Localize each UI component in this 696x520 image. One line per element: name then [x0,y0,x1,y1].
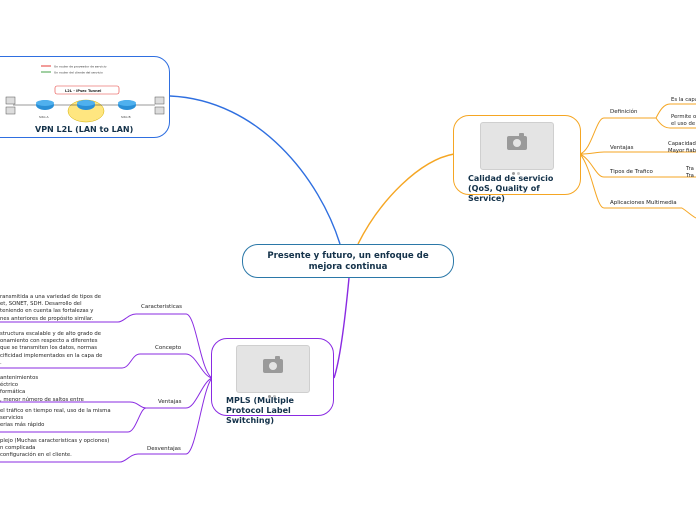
tunnel-label: L2L - IPsec Tunnel [65,89,101,93]
qos-leaf-ventajas-1[interactable]: Capacidad Mayor fiab [668,141,696,155]
root-topic-title: Presente y futuro, un enfoque de mejora … [267,251,429,272]
legend-line-2: Un router del cliente del servicio [54,71,103,75]
qos-branch-lines [579,103,696,219]
qos-branch-aplicaciones[interactable]: Aplicaciones Multimedia [610,200,677,206]
mpls-topic[interactable]: MPLS (Multiple Protocol Label Switching) [211,338,334,425]
image-placeholder [236,345,310,398]
mpls-branch-lines [0,313,213,463]
qos-leaf-definicion-2[interactable]: Permite o el uso de [671,114,696,128]
qos-branch-tipos-trafico[interactable]: Tipos de Trafico [610,169,653,175]
router-icon [36,100,54,110]
mpls-leaf-ventajas-2[interactable]: el tráfico en tiempo real, uso de la mis… [0,408,111,429]
mpls-branch-caracteristicas[interactable]: Caracteristicas [141,304,183,310]
mpls-branch-ventajas[interactable]: Ventajas [158,399,182,405]
qos-leaf-tipos-1[interactable]: Tra Tra [686,166,694,180]
site-a-label: Sitio A [39,115,50,119]
network-diagram-image: Un router de proveedor de servicio Un ro… [5,65,165,123]
qos-leaf-definicion-1[interactable]: Es la capa [671,97,696,103]
mpls-leaf-ventajas-1[interactable]: antenimientos éctrico formática , menor … [0,375,84,403]
qos-topic-title: Calidad de servicio (QoS, Quality of Ser… [468,174,554,203]
camera-icon [263,356,283,373]
legend-line-1: Un router de proveedor de servicio [54,65,107,69]
vpn-topic-title: VPN L2L (LAN to LAN) [35,125,134,134]
mpls-branch-concepto[interactable]: Concepto [155,345,182,351]
root-topic[interactable]: Presente y futuro, un enfoque de mejora … [242,244,454,278]
router-icon [77,100,95,110]
vpn-topic[interactable]: Un router de proveedor de servicio Un ro… [0,56,170,138]
qos-topic[interactable]: Calidad de servicio (QoS, Quality of Ser… [453,115,581,203]
image-placeholder [480,122,554,175]
link-root-vpn [169,95,341,245]
computer-icon [154,96,165,115]
mpls-leaf-caracteristicas[interactable]: ransmitida a una variedad de tipos de et… [0,294,102,322]
mpls-leaf-desventajas[interactable]: plejo (Muchas características y opciones… [0,438,110,459]
router-icon [118,100,136,110]
link-root-mpls [333,277,350,379]
qos-branch-definicion[interactable]: Definición [610,109,638,115]
mpls-topic-title: MPLS (Multiple Protocol Label Switching) [226,396,294,425]
camera-icon [507,133,527,150]
site-b-label: Sitio B [121,115,131,119]
link-root-qos [357,153,455,245]
mpls-branch-desventajas[interactable]: Desventajas [147,446,181,452]
mpls-leaf-concepto[interactable]: structura escalable y de alto grado de o… [0,331,103,366]
computer-icon [5,96,16,115]
qos-branch-ventajas[interactable]: Ventajas [610,145,634,151]
